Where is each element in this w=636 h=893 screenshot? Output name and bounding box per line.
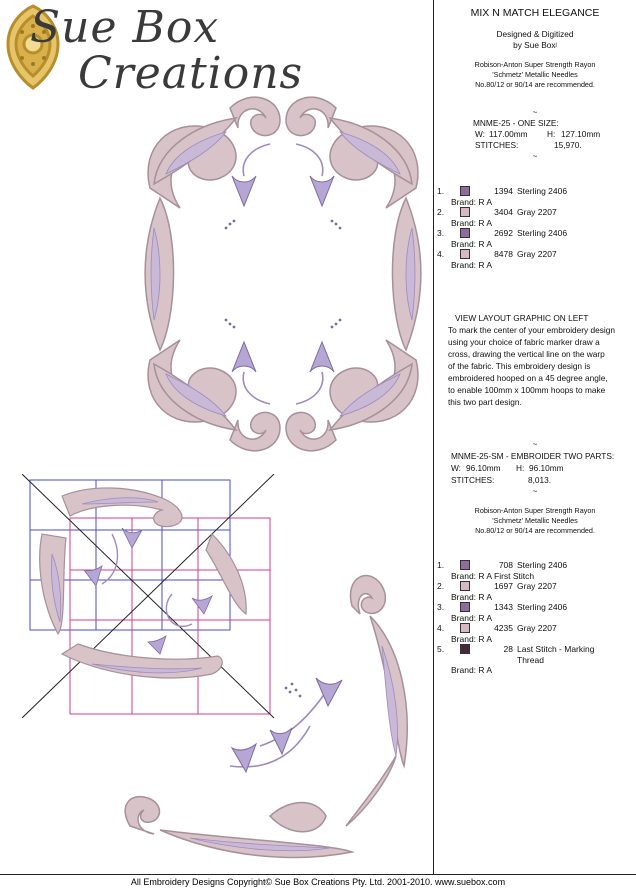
- panel-divider: [433, 0, 434, 874]
- thread-code: 708: [498, 560, 513, 570]
- thread-number: 2.: [437, 581, 445, 591]
- layout-line: of the fabric. This embroidery design is: [448, 361, 591, 371]
- thread-code: 1697: [494, 581, 513, 591]
- thread-note-1: Robison-Anton Super Strength Rayon: [474, 60, 596, 69]
- thread-swatch: [460, 186, 470, 196]
- stitches-label: STITCHES:: [451, 475, 495, 485]
- thread-number: 3.: [437, 602, 445, 612]
- thread-name-continued: Thread: [517, 655, 544, 665]
- credit-line-1: Designed & Digitized: [496, 29, 574, 39]
- height-value: 96.10mm: [529, 463, 564, 473]
- thread-name: Sterling 2406: [517, 186, 568, 196]
- thread-code: 2692: [494, 228, 513, 238]
- thread-brand: Brand: R A: [451, 260, 493, 270]
- thread-name: Gray 2207: [517, 581, 557, 591]
- size-heading: MNME-25 - ONE SIZE:: [473, 118, 559, 128]
- width-label: W:: [475, 129, 485, 139]
- height-value: 127.10mm: [561, 129, 601, 139]
- stitches-value: 15,970.: [554, 140, 582, 150]
- thread-swatch: [460, 249, 470, 259]
- thread-brand: Brand: R A: [451, 665, 493, 675]
- layout-line: embroidered hooped on a 45 degree angle,: [448, 373, 608, 383]
- credit-line-2: by Sue Boxʲ: [513, 40, 557, 50]
- thread-swatch: [460, 228, 470, 238]
- embroidered-corner: [124, 575, 408, 859]
- thread-name: Gray 2207: [517, 623, 557, 633]
- layout-line: using your choice of fabric marker draw …: [448, 337, 600, 347]
- thread-swatch: [460, 602, 470, 612]
- thread-name: Gray 2207: [517, 207, 557, 217]
- layout-line: to enable 100mm x 100mm hoops to make: [448, 385, 606, 395]
- separator-tilde: ~: [532, 108, 538, 117]
- thread-number: 4.: [437, 249, 445, 259]
- width-value: 96.10mm: [466, 463, 501, 473]
- size-heading: MNME-25-SM - EMBROIDER TWO PARTS:: [451, 451, 615, 461]
- thread-number: 2.: [437, 207, 445, 217]
- design-title: MIX N MATCH ELEGANCE: [470, 7, 600, 19]
- thread-brand: Brand: R A: [451, 239, 493, 249]
- thread-swatch: [460, 644, 470, 654]
- layout-heading: VIEW LAYOUT GRAPHIC ON LEFT: [455, 313, 589, 323]
- thread-brand: Brand: R A: [451, 592, 493, 602]
- separator-tilde: ~: [532, 152, 538, 161]
- layout-line: To mark the center of your embroidery de…: [448, 325, 615, 335]
- thread-number: 4.: [437, 623, 445, 633]
- thread-note-3: No.80/12 or 90/14 are recommended.: [475, 80, 595, 89]
- thread-number: 1.: [437, 186, 445, 196]
- thread-brand: Brand: R A: [451, 634, 493, 644]
- thread-note-2: 'Schmetz' Metallic Needles: [492, 516, 578, 525]
- hoop-layout-diagram: [22, 474, 275, 719]
- thread-note-1: Robison-Anton Super Strength Rayon: [474, 506, 596, 515]
- thread-swatch: [460, 560, 470, 570]
- thread-note-3: No.80/12 or 90/14 are recommended.: [475, 526, 595, 535]
- thread-number: 5.: [437, 644, 445, 654]
- thread-code: 1394: [494, 186, 513, 196]
- thread-code: 4235: [494, 623, 513, 633]
- thread-code: 1343: [494, 602, 513, 612]
- thread-name: Sterling 2406: [517, 602, 568, 612]
- embroidered-frame: [144, 96, 422, 452]
- thread-name: Sterling 2406: [517, 560, 568, 570]
- thread-brand: Brand: R A: [451, 218, 493, 228]
- thread-name: Gray 2207: [517, 249, 557, 259]
- brand-name-line2: Creations: [78, 48, 304, 99]
- thread-brand: Brand: R A: [451, 613, 493, 623]
- thread-number: 1.: [437, 560, 445, 570]
- thread-code: 3404: [494, 207, 513, 217]
- thread-swatch: [460, 207, 470, 217]
- thread-code: 28: [503, 644, 513, 654]
- thread-code: 8478: [494, 249, 513, 259]
- thread-brand: Brand: R A: [451, 197, 493, 207]
- thread-swatch: [460, 623, 470, 633]
- layout-line: this two part design.: [448, 397, 522, 407]
- height-label: H:: [516, 463, 525, 473]
- stitches-value: 8,013.: [528, 475, 552, 485]
- width-value: 117.00mm: [489, 129, 528, 139]
- gold-lace-ornament-icon: [6, 4, 60, 90]
- thread-name: Sterling 2406: [517, 228, 568, 238]
- width-label: W:: [451, 463, 461, 473]
- height-label: H:: [547, 129, 556, 139]
- copyright-footer: All Embroidery Designs Copyright© Sue Bo…: [130, 877, 506, 887]
- thread-note-2: 'Schmetz' Metallic Needles: [492, 70, 578, 79]
- brand-name-line1: Sue Box: [30, 2, 220, 53]
- separator-tilde: ~: [532, 440, 538, 449]
- layout-line: cross, drawing the vertical line on the …: [448, 349, 605, 359]
- thread-number: 3.: [437, 228, 445, 238]
- separator-tilde: ~: [532, 487, 538, 496]
- thread-name: Last Stitch - Marking: [517, 644, 595, 654]
- thread-brand: Brand: R A First Stitch: [451, 571, 535, 581]
- footer-divider: [0, 874, 636, 875]
- thread-swatch: [460, 581, 470, 591]
- stitches-label: STITCHES:: [475, 140, 519, 150]
